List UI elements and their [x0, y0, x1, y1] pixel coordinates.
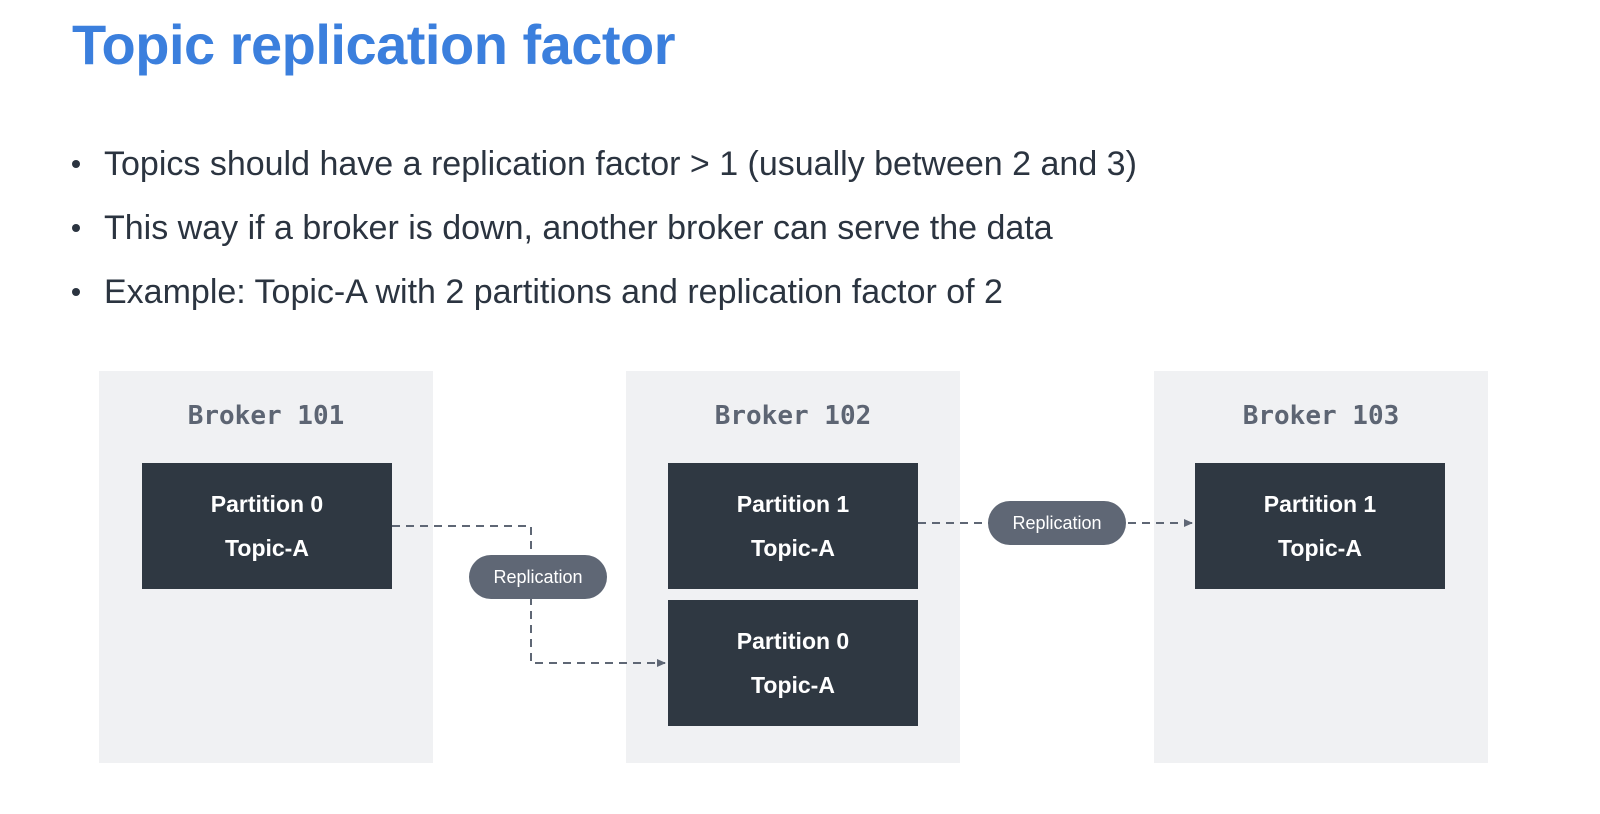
broker-label: Broker 102: [714, 401, 872, 431]
partition-box: Partition 1 Topic-A: [1195, 463, 1445, 589]
topic-label: Topic-A: [1278, 535, 1362, 561]
partition-box: Partition 0 Topic-A: [142, 463, 392, 589]
partition-label: Partition 0: [736, 628, 850, 654]
broker-label: Broker 101: [187, 401, 345, 431]
topic-label: Topic-A: [225, 535, 309, 561]
bullet-text: Topics should have a replication factor …: [104, 145, 1137, 183]
replication-pill: Replication: [988, 501, 1126, 545]
bullet-item: Topics should have a replication factor …: [72, 132, 1137, 196]
bullet-text: Example: Topic-A with 2 partitions and r…: [104, 273, 1003, 311]
slide-title: Topic replication factor: [72, 13, 676, 76]
bullet-dot-icon: [72, 224, 80, 232]
replication-pill: Replication: [469, 555, 607, 599]
broker-label: Broker 103: [1242, 401, 1400, 431]
bullet-dot-icon: [72, 288, 80, 296]
partition-box: Partition 0 Topic-A: [668, 600, 918, 726]
bullet-item: This way if a broker is down, another br…: [72, 196, 1137, 260]
bullet-item: Example: Topic-A with 2 partitions and r…: [72, 260, 1137, 324]
partition-label: Partition 1: [736, 491, 850, 517]
topic-label: Topic-A: [751, 535, 835, 561]
replication-arrow-p0: [392, 525, 666, 667]
partition-box: Partition 1 Topic-A: [668, 463, 918, 589]
bullet-list: Topics should have a replication factor …: [72, 132, 1137, 324]
partition-label: Partition 1: [1263, 491, 1377, 517]
bullet-text: This way if a broker is down, another br…: [104, 209, 1053, 247]
topic-label: Topic-A: [751, 672, 835, 698]
partition-label: Partition 0: [210, 491, 324, 517]
bullet-dot-icon: [72, 160, 80, 168]
